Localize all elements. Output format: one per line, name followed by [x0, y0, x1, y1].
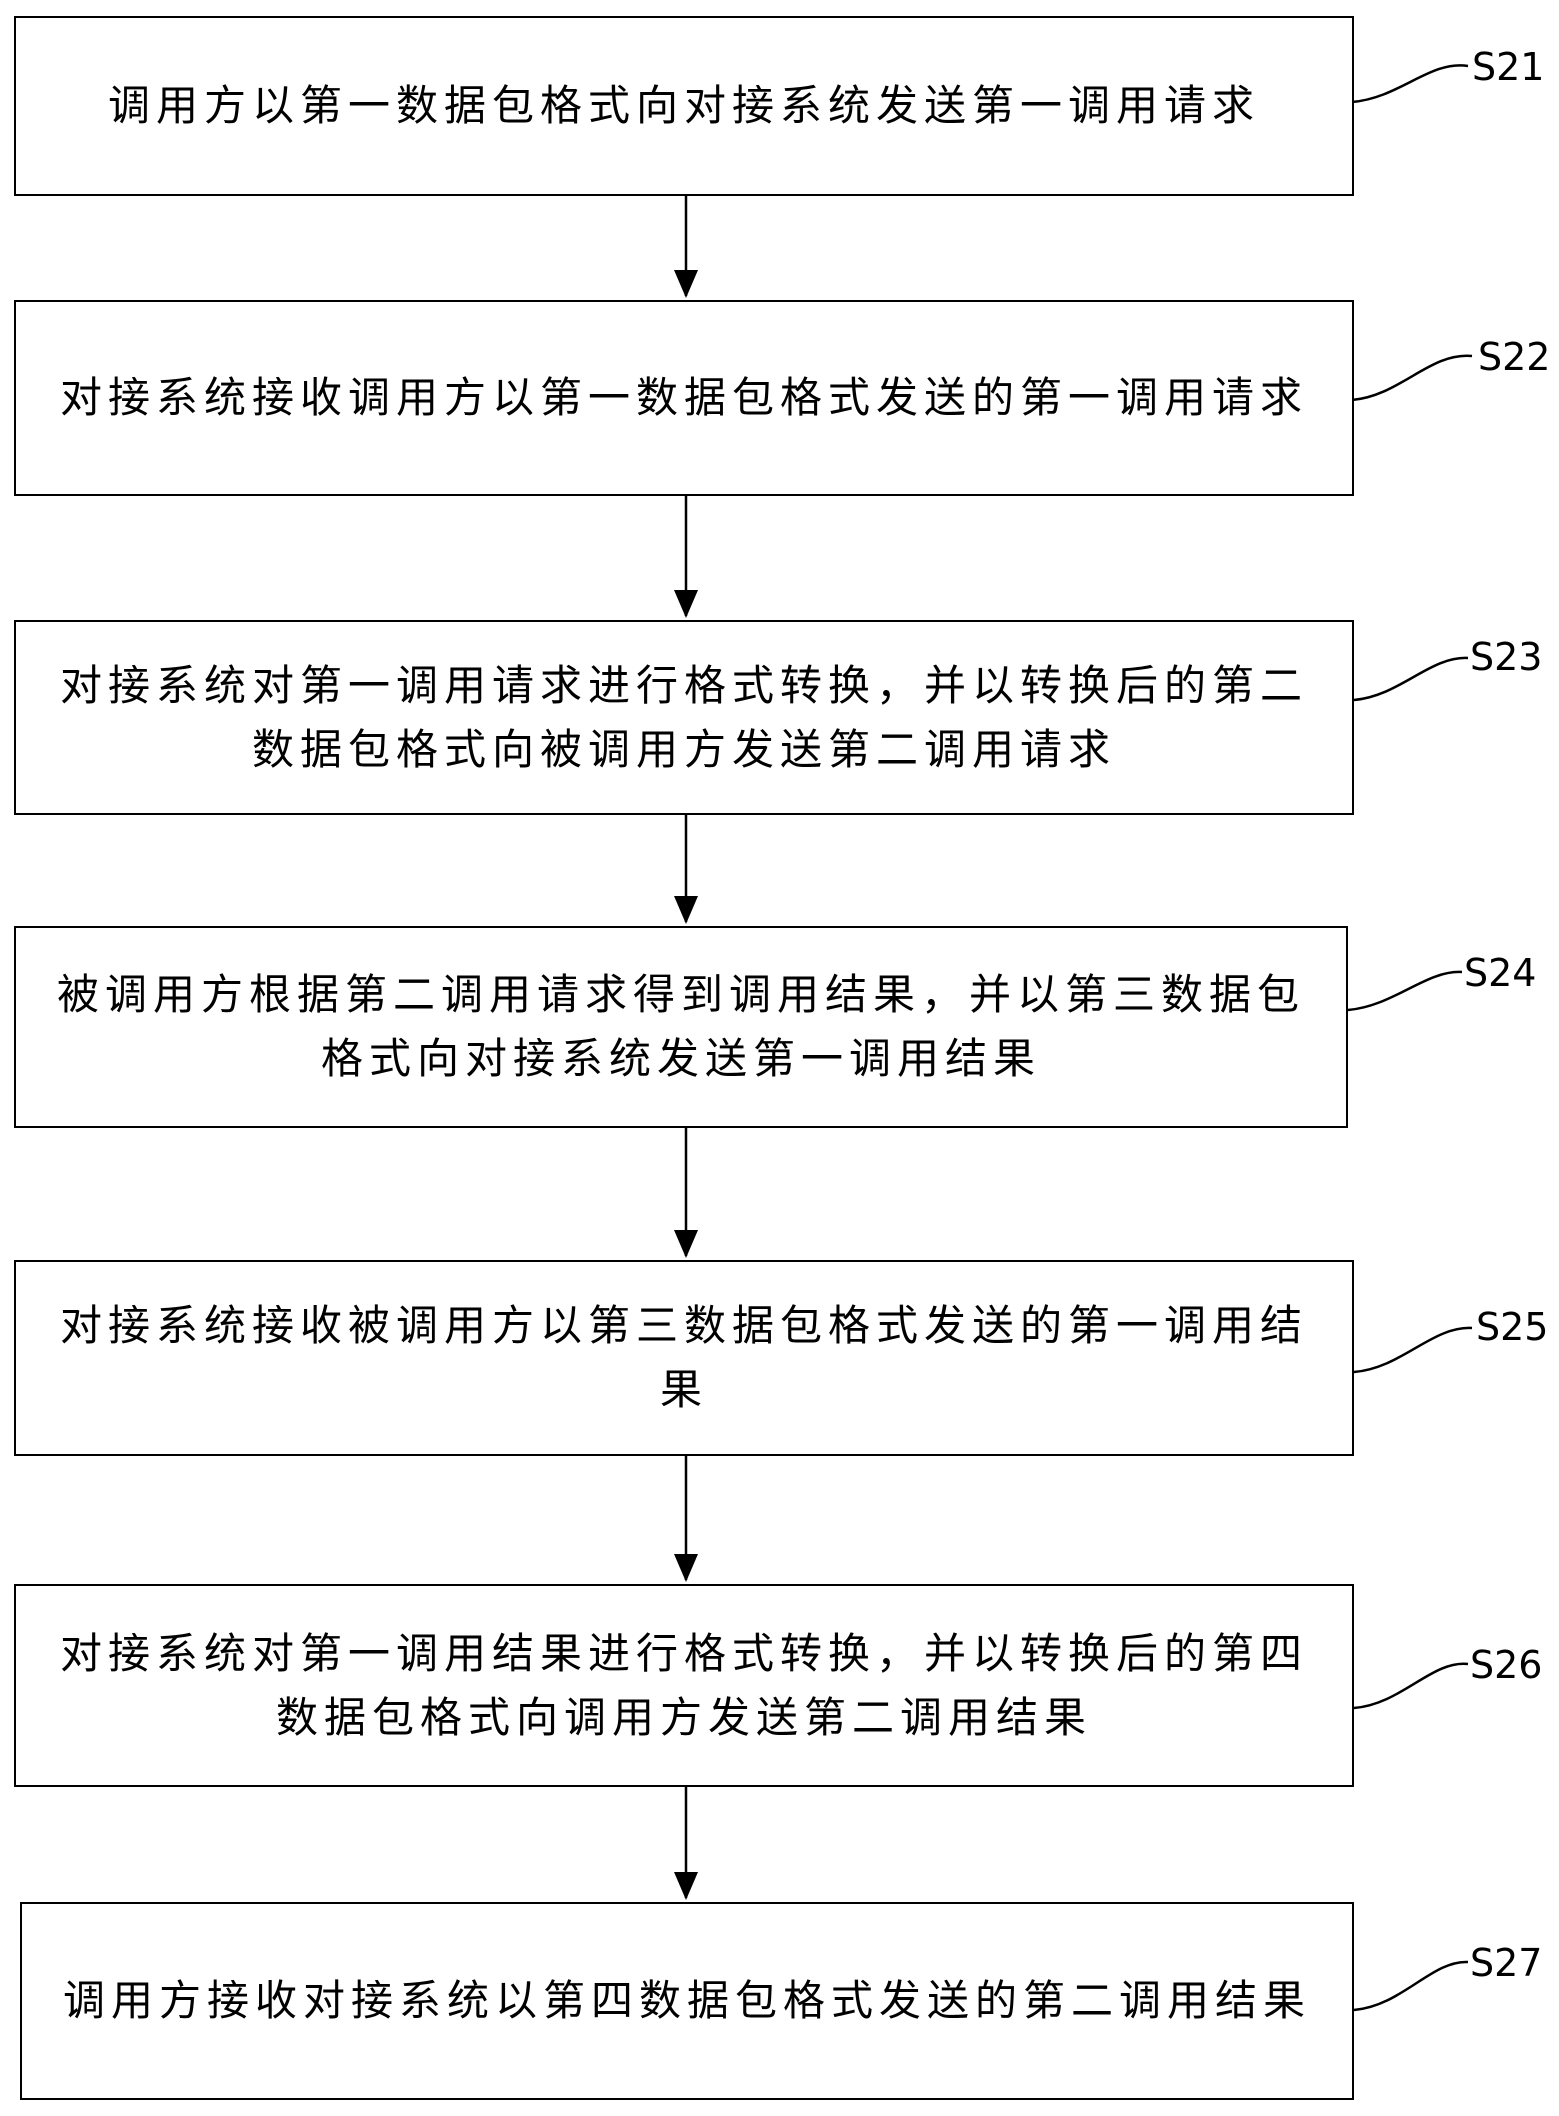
step-text-s27: 调用方接收对接系统以第四数据包格式发送的第二调用结果 — [62, 1976, 1311, 2025]
arrowhead-s24-s25 — [674, 1230, 698, 1258]
step-label-s22: S22 — [1478, 335, 1551, 379]
leader-s25 — [1353, 1326, 1473, 1374]
leader-s21 — [1351, 64, 1469, 104]
step-text-s21: 调用方以第一数据包格式向对接系统发送第一调用请求 — [107, 81, 1260, 130]
step-label-s21: S21 — [1472, 45, 1545, 89]
arrowhead-s22-s23 — [674, 590, 698, 618]
step-text-s23: 对接系统对第一调用请求进行格式转换，并以转换后的第二数据包格式向被调用方发送第二… — [59, 660, 1308, 774]
leader-s22 — [1351, 354, 1473, 402]
step-text-s26: 对接系统对第一调用结果进行格式转换，并以转换后的第四数据包格式向调用方发送第二调… — [59, 1628, 1308, 1742]
step-box-s25: 对接系统接收被调用方以第三数据包格式发送的第一调用结果 — [14, 1260, 1354, 1456]
arrowhead-s26-s27 — [674, 1872, 698, 1900]
step-label-s25: S25 — [1476, 1305, 1549, 1349]
leader-s23 — [1353, 656, 1469, 702]
step-label-s27: S27 — [1470, 1941, 1543, 1985]
step-box-s22: 对接系统接收调用方以第一数据包格式发送的第一调用请求 — [14, 300, 1354, 496]
step-box-s27: 调用方接收对接系统以第四数据包格式发送的第二调用结果 — [20, 1902, 1354, 2100]
step-label-s23: S23 — [1470, 635, 1543, 679]
step-text-s22: 对接系统接收调用方以第一数据包格式发送的第一调用请求 — [59, 373, 1308, 422]
arrowhead-s25-s26 — [674, 1554, 698, 1582]
step-box-s21: 调用方以第一数据包格式向对接系统发送第一调用请求 — [14, 16, 1354, 196]
leader-s27 — [1353, 1960, 1469, 2012]
step-text-s24: 被调用方根据第二调用请求得到调用结果，并以第三数据包格式向对接系统发送第一调用结… — [56, 970, 1305, 1083]
step-label-s24: S24 — [1464, 951, 1537, 995]
arrowhead-s21-s22 — [674, 270, 698, 298]
leader-s26 — [1353, 1662, 1469, 1710]
arrowhead-s23-s24 — [674, 896, 698, 924]
step-box-s24: 被调用方根据第二调用请求得到调用结果，并以第三数据包格式向对接系统发送第一调用结… — [14, 926, 1348, 1128]
leader-s24 — [1347, 970, 1463, 1012]
step-box-s23: 对接系统对第一调用请求进行格式转换，并以转换后的第二数据包格式向被调用方发送第二… — [14, 620, 1354, 815]
step-text-s25: 对接系统接收被调用方以第三数据包格式发送的第一调用结果 — [59, 1301, 1308, 1414]
step-label-s26: S26 — [1470, 1643, 1543, 1687]
step-box-s26: 对接系统对第一调用结果进行格式转换，并以转换后的第四数据包格式向调用方发送第二调… — [14, 1584, 1354, 1787]
